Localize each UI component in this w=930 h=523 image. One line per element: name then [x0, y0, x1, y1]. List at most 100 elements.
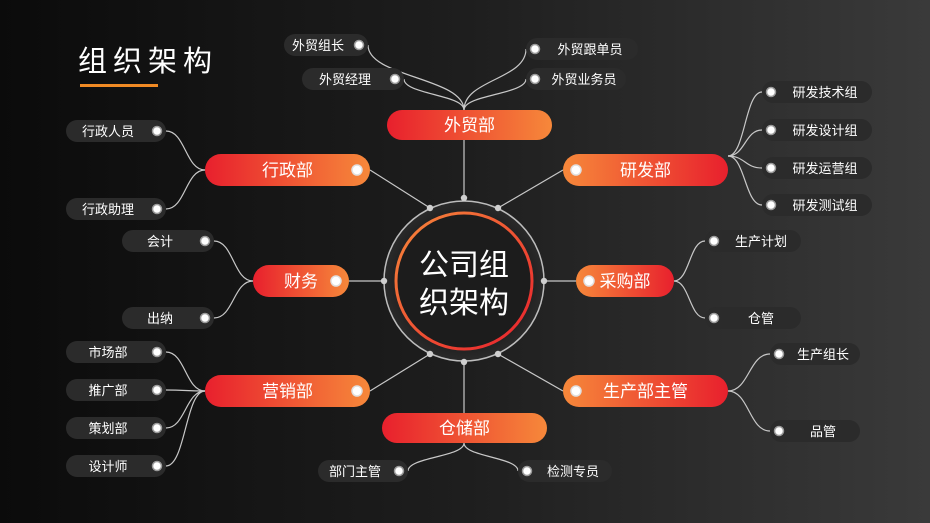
connector-line	[673, 280, 706, 319]
department-caigou[interactable]: 采购部	[576, 265, 674, 297]
department-label: 行政部	[262, 161, 313, 181]
leaf-label: 会计	[147, 235, 173, 250]
hub-dot	[426, 204, 434, 212]
leaf-pill[interactable]	[66, 120, 166, 142]
leaf-waimao-0[interactable]: 外贸组长	[284, 34, 368, 56]
leaf-label: 策划部	[88, 421, 127, 437]
department-pill[interactable]	[563, 154, 728, 186]
leaf-pill[interactable]	[762, 119, 872, 141]
leaf-yingxiao-0[interactable]: 市场部	[66, 341, 166, 363]
leaf-pill[interactable]	[122, 230, 214, 252]
leaf-label: 外贸组长	[292, 39, 344, 54]
department-caiwu[interactable]: 财务	[253, 265, 349, 297]
leaf-xingzheng-1[interactable]: 行政助理	[66, 198, 166, 220]
leaf-pill[interactable]	[284, 34, 368, 56]
leaf-label: 生产组长	[797, 348, 849, 363]
leaf-dot	[765, 124, 777, 136]
leaf-yanfa-3[interactable]: 研发测试组	[762, 194, 872, 216]
connector-line	[403, 78, 465, 111]
department-pill[interactable]	[382, 413, 547, 443]
connector-line	[463, 78, 527, 111]
leaf-label: 研发运营组	[792, 161, 857, 177]
connector-line	[407, 442, 465, 472]
leaf-caigou-0[interactable]: 生产计划	[705, 230, 801, 252]
leaf-yingxiao-1[interactable]: 推广部	[66, 379, 166, 401]
leaf-dot	[151, 460, 163, 472]
department-label: 财务	[284, 272, 318, 292]
department-yanfa[interactable]: 研发部	[563, 154, 728, 186]
department-label: 仓储部	[439, 419, 490, 439]
leaf-pill[interactable]	[526, 68, 626, 90]
department-dot	[570, 385, 582, 397]
hub-dot	[540, 277, 548, 285]
leaf-label: 品管	[810, 425, 836, 440]
leaf-xingzheng-0[interactable]: 行政人员	[66, 120, 166, 142]
leaf-caiwu-0[interactable]: 会计	[122, 230, 214, 252]
leaf-pill[interactable]	[66, 379, 166, 401]
leaf-pill[interactable]	[526, 38, 638, 60]
leaf-caigou-1[interactable]: 仓管	[705, 307, 801, 329]
department-dot	[570, 164, 582, 176]
department-pill[interactable]	[387, 110, 552, 140]
leaf-label: 设计师	[88, 460, 127, 475]
department-pill[interactable]	[563, 375, 728, 407]
leaf-pill[interactable]	[705, 230, 801, 252]
connector-line	[165, 130, 206, 171]
leaf-pill[interactable]	[762, 157, 872, 179]
leaf-label: 仓管	[748, 312, 774, 327]
leaf-yanfa-2[interactable]: 研发运营组	[762, 157, 872, 179]
leaf-pill[interactable]	[66, 455, 166, 477]
department-pill[interactable]	[576, 265, 674, 297]
connector-line	[497, 169, 564, 209]
department-xingzheng[interactable]: 行政部	[205, 154, 370, 186]
leaf-waimao-2[interactable]: 外贸跟单员	[526, 38, 638, 60]
leaf-pill[interactable]	[762, 194, 872, 216]
leaf-cangchu-1[interactable]: 检测专员	[518, 460, 612, 482]
leaf-yingxiao-3[interactable]: 设计师	[66, 455, 166, 477]
leaf-dot	[151, 422, 163, 434]
department-pill[interactable]	[253, 265, 349, 297]
leaf-label: 行政人员	[82, 125, 134, 140]
department-pill[interactable]	[205, 154, 370, 186]
connector-line	[165, 389, 206, 392]
leaf-yingxiao-2[interactable]: 策划部	[66, 417, 166, 439]
leaf-yanfa-1[interactable]: 研发设计组	[762, 119, 872, 141]
leaf-yanfa-0[interactable]: 研发技术组	[762, 81, 872, 103]
leaf-caiwu-1[interactable]: 出纳	[122, 307, 214, 329]
leaf-pill[interactable]	[762, 81, 872, 103]
leaf-waimao-3[interactable]: 外贸业务员	[526, 68, 626, 90]
leaf-dot	[353, 39, 365, 51]
connector-line	[369, 353, 431, 392]
leaf-label: 外贸业务员	[551, 72, 616, 88]
leaf-pill[interactable]	[302, 68, 404, 90]
leaf-pill[interactable]	[66, 341, 166, 363]
leaf-pill[interactable]	[122, 307, 214, 329]
department-cangchu[interactable]: 仓储部	[382, 413, 547, 443]
leaf-dot	[521, 465, 533, 477]
leaf-cangchu-0[interactable]: 部门主管	[318, 460, 408, 482]
department-pill[interactable]	[205, 375, 370, 407]
leaf-dot	[765, 86, 777, 98]
leaf-waimao-1[interactable]: 外贸经理	[302, 68, 404, 90]
leaf-dot	[708, 235, 720, 247]
leaf-dot	[151, 125, 163, 137]
leaf-pill[interactable]	[66, 198, 166, 220]
leaf-shengchan-0[interactable]: 生产组长	[770, 343, 860, 365]
connector-line	[673, 240, 706, 282]
leaf-shengchan-1[interactable]: 品管	[770, 420, 860, 442]
department-shengchan[interactable]: 生产部主管	[563, 375, 728, 407]
leaf-pill[interactable]	[66, 417, 166, 439]
center-label-line1: 公司组	[419, 248, 509, 283]
leaf-pill[interactable]	[705, 307, 801, 329]
leaf-pill[interactable]	[770, 420, 860, 442]
leaf-dot	[765, 162, 777, 174]
leaf-pill[interactable]	[770, 343, 860, 365]
leaf-pill[interactable]	[318, 460, 408, 482]
connector-line	[497, 353, 564, 392]
leaf-dot	[151, 203, 163, 215]
leaf-label: 行政助理	[82, 203, 134, 218]
department-waimao[interactable]: 外贸部	[387, 110, 552, 140]
leaf-dot	[765, 199, 777, 211]
leaf-pill[interactable]	[518, 460, 612, 482]
department-yingxiao[interactable]: 营销部	[205, 375, 370, 407]
